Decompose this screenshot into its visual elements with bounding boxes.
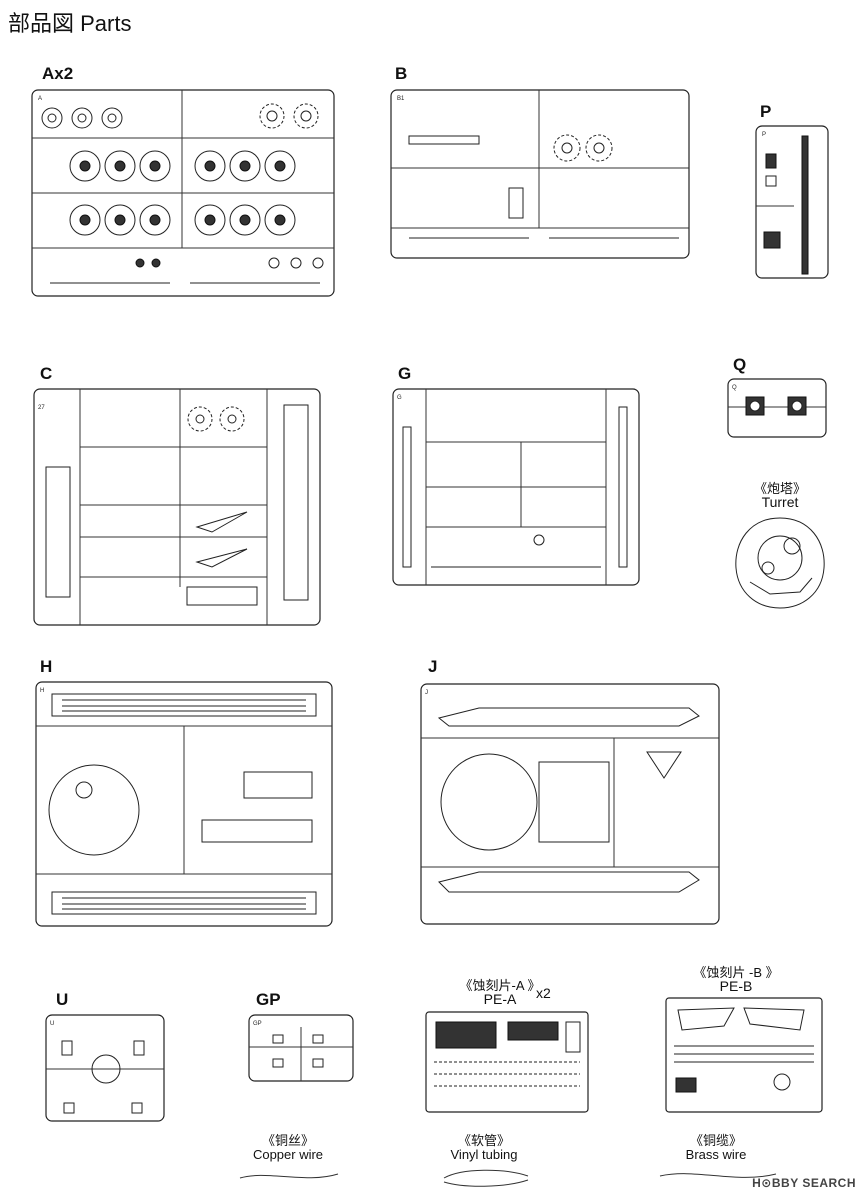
vinyl-tubing-diagram [443,1169,529,1187]
turret-diagram [735,517,825,609]
turret-label-cn: 《炮塔》 [753,481,806,496]
svg-text:G: G [397,395,402,401]
svg-text:GP: GP [253,1021,262,1027]
vinyl-tubing-label-en: Vinyl tubing [450,1147,518,1162]
sprue-q-diagram: Q [727,378,827,438]
pe-b-diagram [665,997,823,1113]
sprue-a-diagram: A [31,89,335,297]
sprue-g-diagram: G [392,388,640,586]
sprue-a-label: Ax2 [42,64,74,83]
sprue-u-label: U [56,990,69,1009]
sprue-q-label: Q [733,355,747,374]
sprue-gp-diagram: GP [248,1014,354,1082]
pe-a-label-cn: 《蚀刻片-A 》 [459,978,541,993]
sprue-c-diagram: 27 [33,388,321,626]
pe-b-label-en: PE-B [719,978,753,994]
svg-text:Q: Q [732,385,737,391]
brass-wire-label-en: Brass wire [685,1147,747,1162]
sprue-h-diagram: H [35,681,333,927]
sprue-j-label: J [428,657,438,676]
sprue-j-diagram: J [420,683,720,925]
page-title: 部品図 Parts [8,11,132,36]
brass-wire-diagram [659,1173,777,1178]
svg-text:P: P [762,132,766,138]
pe-a-diagram [425,1011,589,1113]
pe-a-quantity: x2 [536,985,551,1001]
svg-text:J: J [425,690,428,696]
pe-a-label-en: PE-A [483,991,517,1007]
sprue-g-label: G [398,364,412,383]
copper-wire-label-en: Copper wire [252,1147,324,1162]
watermark: H⊙BBY SEARCH [752,1176,856,1190]
svg-text:U: U [50,1021,54,1027]
sprue-b-label: B [395,64,408,83]
sprue-b-diagram: B1 [390,89,690,259]
copper-wire-label-cn: 《铜丝》 [261,1133,314,1148]
svg-text:B1: B1 [397,96,405,102]
pe-b-label-cn: 《蚀刻片 -B 》 [693,965,779,980]
svg-text:H: H [40,688,44,694]
sprue-gp-label: GP [256,990,281,1009]
brass-wire-label-cn: 《铜缆》 [689,1133,742,1148]
copper-wire-diagram [239,1173,339,1179]
svg-text:27: 27 [38,405,45,411]
sprue-u-diagram: U [45,1014,165,1122]
vinyl-tubing-label-cn: 《软管》 [457,1133,510,1148]
turret-label-en: Turret [761,494,799,510]
svg-text:A: A [38,96,42,102]
sprue-h-label: H [40,657,53,676]
sprue-p-label: P [760,102,772,121]
sprue-p-diagram: P [755,125,829,279]
sprue-c-label: C [40,364,53,383]
